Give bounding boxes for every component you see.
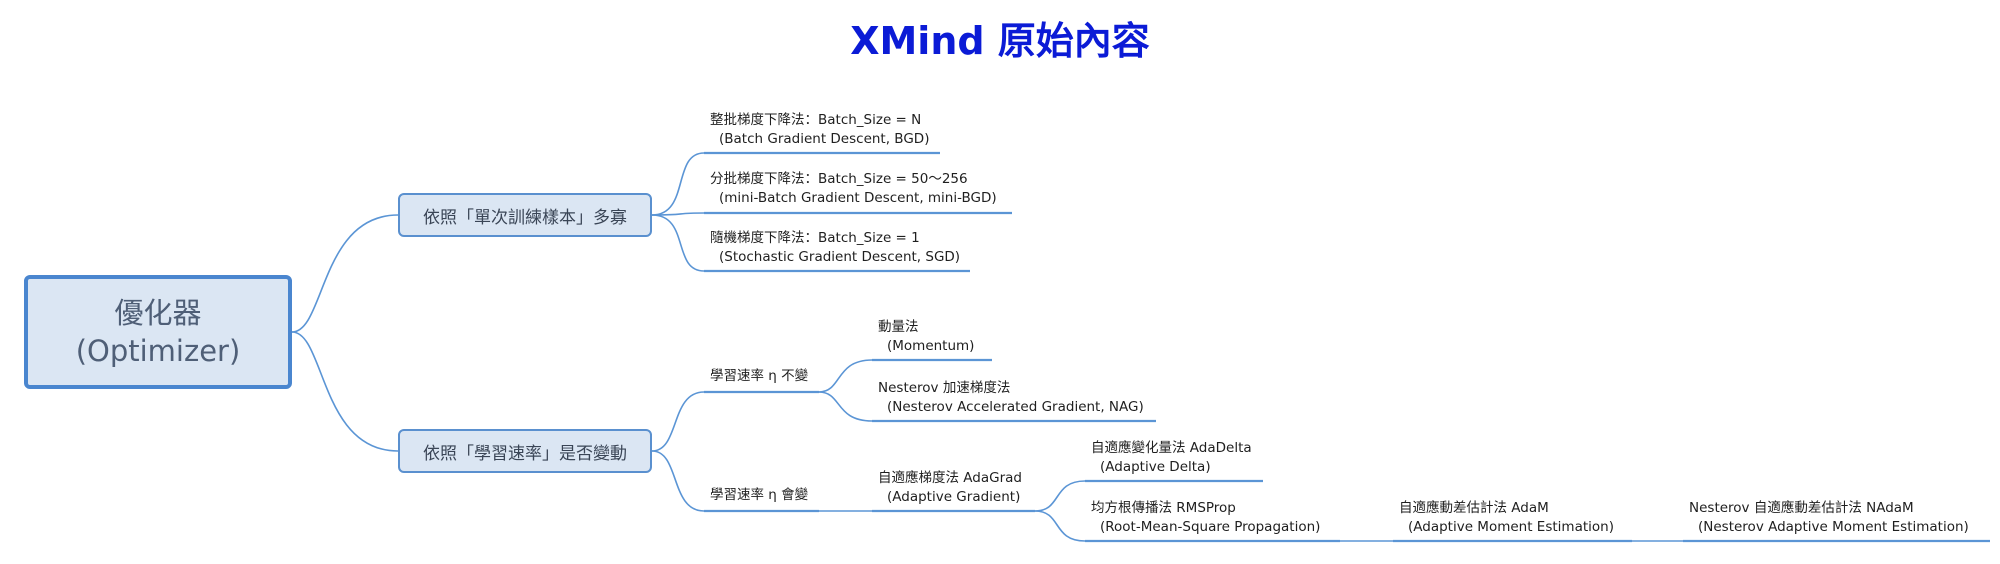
leaf-lr-change-label: 學習速率 η 會變 [710, 487, 809, 503]
leaf-sgd-title: 隨機梯度下降法：Batch_Size = 1 [710, 230, 920, 246]
connector-fixed-momentum [818, 359, 873, 393]
leaf-lr-fixed[interactable]: 學習速率 η 不變 [710, 367, 808, 386]
leaf-bgd[interactable]: 整批梯度下降法：Batch_Size = N (Batch Gradient D… [710, 111, 929, 149]
connector-samples-bgd [651, 152, 705, 216]
leaf-adagrad-subtitle: (Adaptive Gradient) [887, 489, 1021, 505]
leaf-lr-fixed-label: 學習速率 η 不變 [710, 368, 809, 384]
leaf-momentum-title: 動量法 [878, 319, 919, 335]
leaf-rmsprop[interactable]: 均方根傳播法 RMSProp (Root-Mean-Square Propaga… [1091, 499, 1320, 537]
connector-adagrad-rmsprop [1034, 510, 1086, 542]
leaf-adagrad-title: 自適應梯度法 AdaGrad [878, 470, 1022, 486]
leaf-adagrad[interactable]: 自適應梯度法 AdaGrad (Adaptive Gradient) [878, 469, 1022, 507]
leaf-momentum-subtitle: (Momentum) [887, 338, 975, 354]
page-title: XMind 原始內容 [850, 19, 1150, 63]
branch-node-samples[interactable]: 依照「單次訓練樣本」多寡 [398, 193, 652, 237]
leaf-rmsprop-title: 均方根傳播法 RMSProp [1091, 500, 1236, 516]
leaf-bgd-title: 整批梯度下降法：Batch_Size = N [710, 112, 922, 128]
leaf-nadam-subtitle: (Nesterov Adaptive Moment Estimation) [1698, 519, 1969, 535]
leaf-mini-bgd-title: 分批梯度下降法：Batch_Size = 50～256 [710, 171, 968, 187]
leaf-adadelta-title: 自適應變化量法 AdaDelta [1091, 440, 1252, 456]
connector-fixed-nag [818, 391, 873, 422]
root-node[interactable]: 優化器 (Optimizer) [24, 275, 292, 389]
connector-root-samples [291, 214, 399, 333]
leaf-sgd[interactable]: 隨機梯度下降法：Batch_Size = 1 (Stochastic Gradi… [710, 229, 960, 267]
leaf-mini-bgd[interactable]: 分批梯度下降法：Batch_Size = 50～256 (mini-Batch … [710, 170, 997, 208]
connector-lr-change [651, 450, 705, 512]
connector-lr-fixed [651, 391, 705, 452]
leaf-adadelta-subtitle: (Adaptive Delta) [1100, 459, 1211, 475]
leaf-nag-subtitle: (Nesterov Accelerated Gradient, NAG) [887, 399, 1144, 415]
leaf-nadam-title: Nesterov 自適應動差估計法 NAdaM [1689, 500, 1914, 516]
leaf-sgd-subtitle: (Stochastic Gradient Descent, SGD) [719, 249, 961, 265]
root-label-english: (Optimizer) [75, 334, 241, 368]
connector-adagrad-adadelta [1034, 480, 1086, 512]
leaf-adam-title: 自適應動差估計法 AdaM [1399, 500, 1549, 516]
leaf-momentum[interactable]: 動量法 (Momentum) [878, 318, 974, 356]
connector-root-lr [291, 331, 399, 452]
leaf-nadam[interactable]: Nesterov 自適應動差估計法 NAdaM (Nesterov Adapti… [1689, 499, 1969, 537]
connector-samples-sgd [651, 214, 705, 272]
connector-samples-mbgd [651, 212, 705, 216]
leaf-lr-change[interactable]: 學習速率 η 會變 [710, 486, 808, 505]
branch-node-learning-rate[interactable]: 依照「學習速率」是否變動 [398, 429, 652, 473]
leaf-mini-bgd-subtitle: (mini-Batch Gradient Descent, mini-BGD) [719, 190, 997, 206]
leaf-nag-title: Nesterov 加速梯度法 [878, 380, 1011, 396]
leaf-adam-subtitle: (Adaptive Moment Estimation) [1408, 519, 1614, 535]
leaf-nag[interactable]: Nesterov 加速梯度法 (Nesterov Accelerated Gra… [878, 379, 1144, 417]
leaf-bgd-subtitle: (Batch Gradient Descent, BGD) [719, 131, 930, 147]
leaf-adadelta[interactable]: 自適應變化量法 AdaDelta (Adaptive Delta) [1091, 439, 1252, 477]
leaf-adam[interactable]: 自適應動差估計法 AdaM (Adaptive Moment Estimatio… [1399, 499, 1614, 537]
leaf-rmsprop-subtitle: (Root-Mean-Square Propagation) [1100, 519, 1321, 535]
root-label-chinese: 優化器 [114, 296, 202, 330]
